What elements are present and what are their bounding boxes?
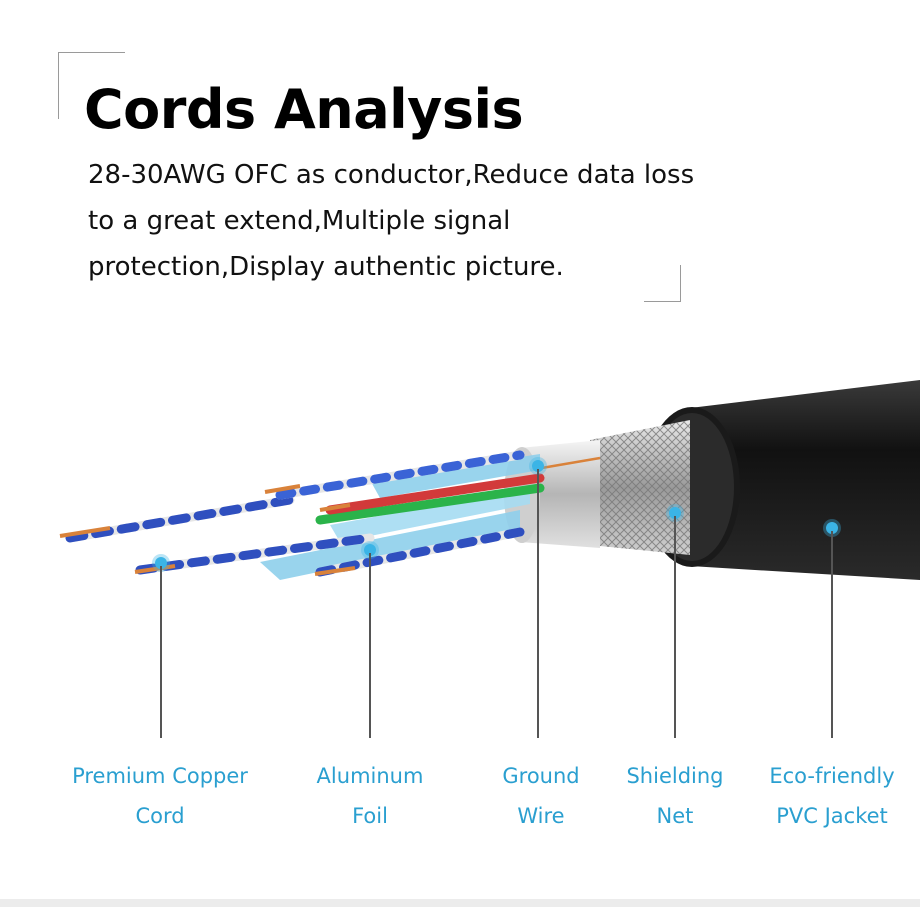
label-premium-copper-cord: Premium Copper Cord (72, 756, 248, 836)
label-line1: Eco-friendly (769, 764, 895, 788)
pvc-jacket-line (831, 531, 833, 738)
bottom-divider (0, 899, 920, 907)
label-line1: Premium Copper (72, 764, 248, 788)
cable-illustration (59, 380, 920, 580)
corner-bracket-bottom-right (644, 265, 681, 302)
page-title: Cords Analysis (84, 78, 524, 141)
label-line2: Foil (352, 804, 388, 828)
pvc-jacket-dot (826, 522, 838, 534)
label-aluminum-foil: Aluminum Foil (317, 756, 424, 836)
aluminum-foil-wraps (260, 454, 540, 580)
ground-wire-dot (532, 460, 544, 472)
corner-bracket-top-left (58, 52, 125, 119)
label-line1: Ground (502, 764, 580, 788)
description-text: 28-30AWG OFC as conductor,Reduce data lo… (88, 160, 695, 282)
label-line2: Wire (517, 804, 565, 828)
label-line2: Net (656, 804, 694, 828)
label-line2: Cord (135, 804, 185, 828)
twisted-pairs (59, 450, 545, 577)
shielding-net-dot (669, 507, 681, 519)
label-line1: Aluminum (316, 764, 424, 788)
aluminum-foil-dot (364, 544, 376, 556)
label-line2: PVC Jacket (776, 804, 888, 828)
ground-wire-line (537, 469, 539, 738)
label-ground-wire: Ground Wire (502, 756, 579, 836)
label-shielding-net: Shielding Net (626, 756, 723, 836)
shielding-net (590, 420, 690, 555)
label-pvc-jacket: Eco-friendly PVC Jacket (769, 756, 894, 836)
shielding-net-line (674, 516, 676, 738)
aluminum-foil-line (369, 553, 371, 738)
label-line1: Shielding (626, 764, 724, 788)
copper-cord-dot (155, 557, 167, 569)
copper-cord-line (160, 566, 162, 738)
